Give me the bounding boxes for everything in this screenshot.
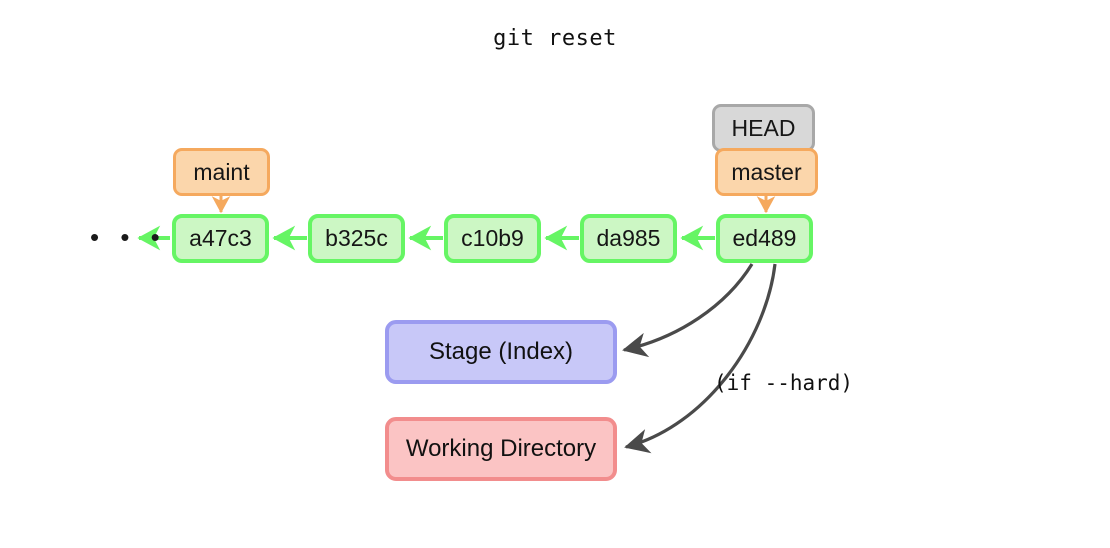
commit-node-b325c[interactable]: b325c (308, 214, 405, 263)
reset-target-links (622, 263, 777, 454)
branch-ref-maint[interactable]: maint (173, 148, 270, 196)
stage-index-box[interactable]: Stage (Index) (385, 320, 617, 384)
working-directory-box[interactable]: Working Directory (385, 417, 617, 481)
working-directory-label: Working Directory (405, 435, 597, 462)
ref-pointer-links (211, 195, 776, 214)
commit-label: da985 (596, 225, 661, 251)
commit-node-ed489[interactable]: ed489 (716, 214, 813, 263)
commit-node-a47c3[interactable]: a47c3 (172, 214, 269, 263)
commit-label: ed489 (732, 225, 797, 251)
stage-index-label: Stage (Index) (428, 338, 574, 365)
link-ed489-to-working-directory (624, 263, 777, 454)
commit-node-c10b9[interactable]: c10b9 (444, 214, 541, 263)
hard-flag-annotation: (if --hard) (714, 371, 854, 395)
branch-ref-label: maint (193, 158, 250, 185)
head-ref[interactable]: HEAD (712, 104, 815, 152)
branch-ref-label: master (731, 158, 802, 185)
commit-node-da985[interactable]: da985 (580, 214, 677, 263)
commit-label: c10b9 (461, 225, 524, 251)
link-ed489-to-stage (622, 263, 754, 358)
commit-label: b325c (325, 225, 388, 251)
head-ref-label: HEAD (731, 114, 796, 141)
commit-label: a47c3 (189, 225, 252, 251)
branch-ref-master[interactable]: master (715, 148, 818, 196)
history-ellipsis: • • • (90, 222, 167, 252)
diagram-title: git reset (493, 26, 617, 51)
